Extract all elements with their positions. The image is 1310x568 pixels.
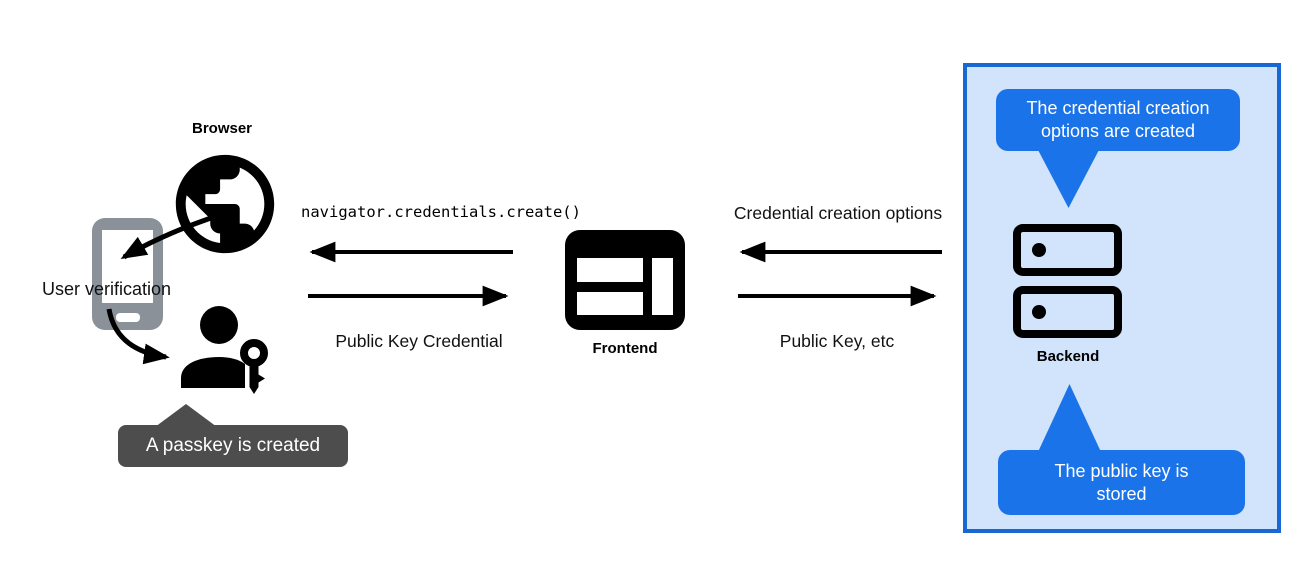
credential-options-bubble: The credential creation options are crea… [996, 89, 1240, 151]
server-rack-icon [1013, 224, 1122, 276]
public-key-stored-bubble: The public key is stored [998, 450, 1245, 515]
server-rack-icon [1013, 286, 1122, 338]
browser-label: Browser [191, 120, 253, 137]
server-led-dot [1032, 243, 1046, 257]
navigator-credentials-create-label: navigator.credentials.create() [301, 203, 581, 221]
public-key-stored-bubble-text: The public key is stored [1054, 460, 1189, 504]
browser-window-icon [565, 230, 685, 330]
person-with-key-icon [181, 306, 268, 394]
smartphone-home-button [115, 313, 140, 322]
frontend-label: Frontend [592, 340, 658, 357]
server-led-dot [1032, 305, 1046, 319]
user-verification-label: User verification [42, 279, 172, 299]
passkey-tooltip-tail [155, 404, 217, 427]
globe-icon [175, 154, 275, 254]
backend-label: Backend [1036, 348, 1100, 365]
public-key-etc-label: Public Key, etc [779, 331, 895, 351]
public-key-credential-label: Public Key Credential [335, 331, 503, 351]
credential-creation-options-label: Credential creation options [733, 203, 943, 223]
credential-options-bubble-text: The credential creation options are crea… [1026, 98, 1210, 141]
passkey-tooltip: A passkey is created [118, 425, 348, 467]
smartphone-icon [92, 218, 163, 330]
passkey-tooltip-text: A passkey is created [145, 435, 321, 456]
